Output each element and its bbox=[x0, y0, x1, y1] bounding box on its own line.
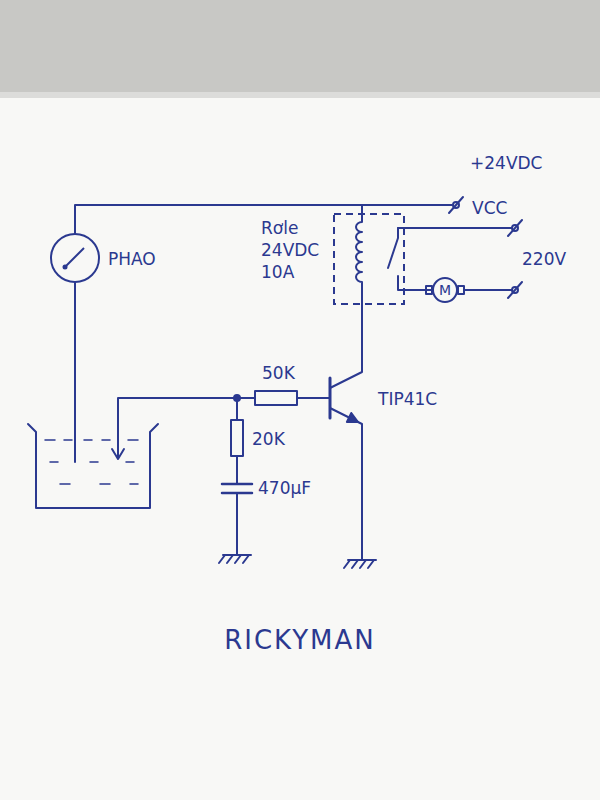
signature: RICKYMAN bbox=[0, 624, 600, 656]
probe-wire bbox=[118, 398, 255, 458]
label-holder: 20K bbox=[252, 428, 285, 450]
terminal-slash bbox=[449, 197, 463, 213]
transistor-base bbox=[329, 378, 332, 418]
switch-pivot bbox=[63, 265, 68, 270]
ground-symbol bbox=[344, 560, 376, 568]
part-label: 50K bbox=[262, 362, 295, 384]
resistor-symbol bbox=[231, 420, 243, 456]
part-label: TIP41C bbox=[378, 388, 437, 410]
part-label: 220V bbox=[522, 248, 566, 270]
part-label: 470µF bbox=[258, 477, 311, 499]
water-surface bbox=[45, 440, 138, 484]
label-holder: 220V bbox=[522, 248, 566, 270]
node-text: Rơle 24VDC 10A bbox=[261, 217, 323, 283]
wiring bbox=[28, 197, 522, 568]
resistor-symbol bbox=[255, 391, 297, 405]
relay-contact bbox=[388, 228, 398, 268]
terminal-slash bbox=[508, 220, 522, 236]
terminal-slash bbox=[508, 282, 522, 298]
label-holder: VCC bbox=[472, 197, 507, 219]
wire-connector bbox=[405, 289, 432, 291]
emitter-arrow bbox=[347, 413, 358, 422]
paper-edge bbox=[0, 92, 600, 98]
node-text: M bbox=[432, 277, 458, 303]
probe-arrow bbox=[112, 449, 124, 459]
node-text: PHAO bbox=[108, 248, 178, 270]
capacitor-symbol bbox=[222, 484, 252, 493]
vcc-wire bbox=[362, 204, 452, 206]
label-holder: RICKYMAN bbox=[0, 624, 600, 656]
label-holder: 470µF bbox=[258, 477, 311, 499]
wire-connector bbox=[75, 205, 362, 233]
label-holder: TIP41C bbox=[378, 388, 437, 410]
transistor-emitter bbox=[330, 408, 362, 560]
label-holder: 50K bbox=[262, 362, 295, 384]
relay-outline bbox=[334, 214, 404, 304]
motor-outline bbox=[433, 278, 457, 302]
part-label: +24VDC bbox=[470, 152, 542, 174]
base-wire bbox=[297, 397, 330, 399]
wire bbox=[236, 398, 238, 420]
table-surface bbox=[0, 0, 600, 96]
water-tank bbox=[28, 424, 158, 508]
mains-wire bbox=[464, 289, 512, 291]
relay-box: Rơle 24VDC 10A bbox=[333, 213, 405, 305]
part-label: 20K bbox=[252, 428, 285, 450]
relay-box-outline bbox=[333, 213, 405, 305]
switch-circle bbox=[51, 234, 99, 282]
mains-wire bbox=[398, 227, 512, 229]
float-switch: PHAO bbox=[50, 233, 100, 283]
ground-symbol bbox=[219, 555, 251, 563]
wire bbox=[236, 493, 238, 555]
float-switch-outline bbox=[50, 233, 100, 283]
motor-circle: M bbox=[432, 277, 458, 303]
switch-blade bbox=[65, 248, 84, 267]
part-label: VCC bbox=[472, 197, 507, 219]
wire bbox=[236, 456, 238, 484]
probe-wire bbox=[74, 283, 76, 462]
label-holder: +24VDC bbox=[470, 152, 542, 174]
